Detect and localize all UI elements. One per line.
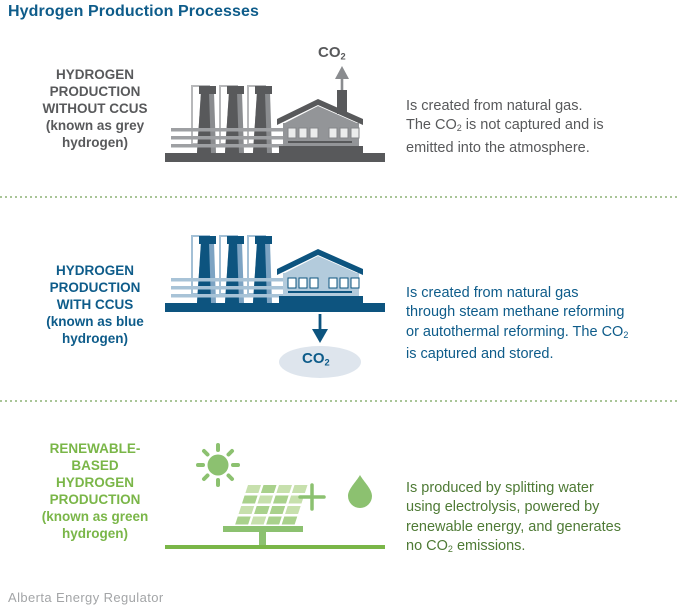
grey-factory-illustration: CO2	[165, 36, 385, 162]
description-grey-hydrogen: Is created from natural gas. The CO2 is …	[406, 97, 604, 156]
solar-panel-icon	[223, 485, 308, 546]
water-droplet-icon	[348, 475, 372, 508]
dotted-separator	[0, 196, 680, 198]
description-blue-hydrogen: Is created from natural gas through stea…	[406, 284, 629, 363]
source-attribution: Alberta Energy Regulator	[8, 590, 164, 605]
co2-up-arrow-icon	[335, 66, 349, 91]
label-grey-hydrogen: HYDROGEN PRODUCTION WITHOUT CCUS (known …	[42, 67, 148, 150]
renewable-illustration	[165, 435, 385, 553]
grey-factory-icon	[165, 66, 385, 162]
sun-icon	[196, 443, 240, 487]
plus-icon	[298, 483, 326, 511]
co2-storage-ellipse	[279, 346, 361, 378]
blue-factory-illustration: CO2	[165, 228, 385, 380]
blue-factory-icon	[165, 236, 385, 378]
renewable-energy-icon	[165, 443, 385, 549]
label-blue-hydrogen: HYDROGEN PRODUCTION WITH CCUS (known as …	[46, 263, 144, 346]
ground-line	[165, 545, 385, 549]
page-title: Hydrogen Production Processes	[8, 3, 259, 20]
chimney-icon	[337, 90, 347, 114]
description-green-hydrogen: Is produced by splitting water using ele…	[406, 479, 621, 555]
co2-stored-label: CO2	[302, 350, 330, 368]
co2-emitted-label: CO2	[318, 44, 346, 62]
dotted-separator	[0, 400, 680, 402]
co2-down-arrow-icon	[312, 314, 328, 343]
label-green-hydrogen: RENEWABLE- BASED HYDROGEN PRODUCTION (kn…	[41, 441, 149, 541]
